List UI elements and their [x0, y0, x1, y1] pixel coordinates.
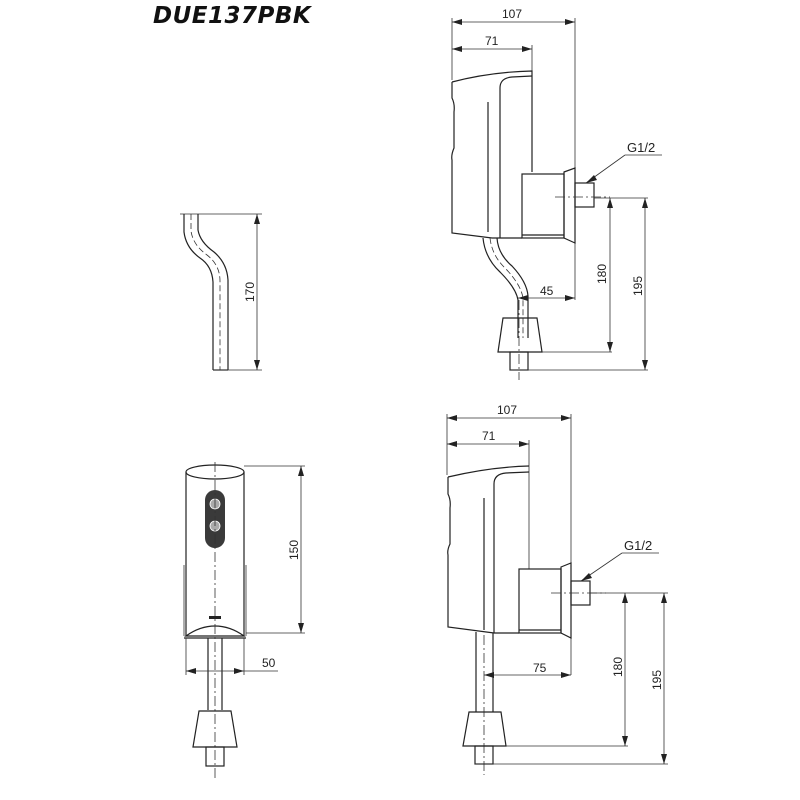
- dim-45: 45: [540, 284, 554, 298]
- dim-180: 180: [595, 264, 609, 284]
- dim-50: 50: [262, 656, 276, 670]
- model-title: DUE137PBK: [153, 3, 312, 29]
- dim-107: 107: [502, 7, 522, 21]
- thread-label-g12-b: G1/2: [624, 538, 652, 553]
- pipe-profile-view: 170: [180, 213, 262, 371]
- dim-107-b: 107: [497, 403, 517, 417]
- dim-71-b: 71: [482, 429, 496, 443]
- dim-195-b: 195: [650, 670, 664, 690]
- dim-170: 170: [243, 282, 257, 302]
- front-view: 150 50: [183, 462, 305, 780]
- side-view-bent-pipe: 107 71 G1/2 45: [451, 7, 662, 380]
- dim-180-b: 180: [611, 657, 625, 677]
- side-view-straight-pipe: 107 71 G1/2 75 1: [446, 403, 668, 775]
- dim-75: 75: [533, 661, 547, 675]
- dim-71: 71: [485, 34, 499, 48]
- thread-label-g12: G1/2: [627, 140, 655, 155]
- dim-195: 195: [631, 276, 645, 296]
- dim-150: 150: [287, 540, 301, 560]
